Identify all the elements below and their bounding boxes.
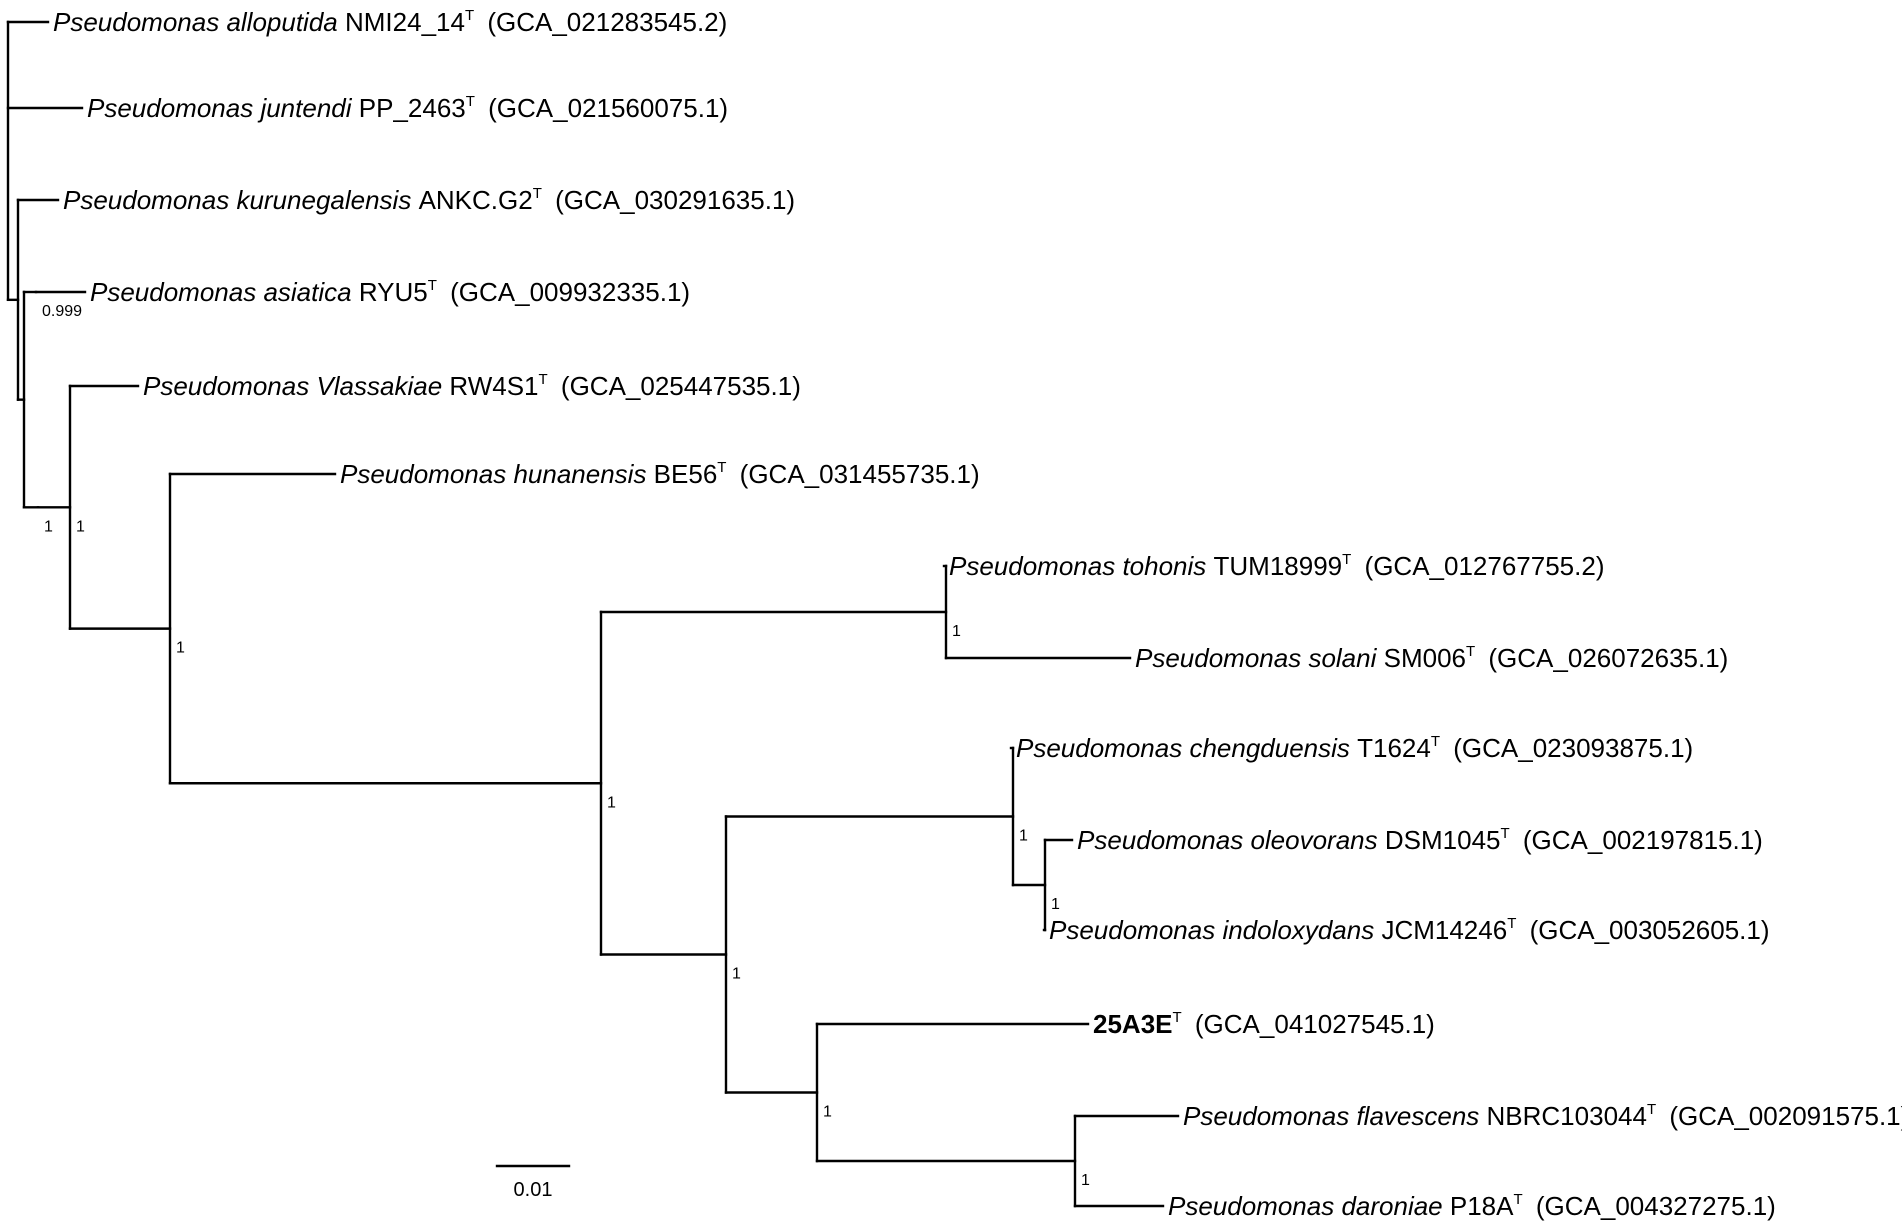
taxon-name: Pseudomonas indoloxydans (1049, 915, 1381, 945)
scale-bar-label: 0.01 (514, 1179, 553, 1201)
genome-accession: (GCA_021560075.1) (481, 93, 728, 123)
type-strain-mark: T (533, 185, 542, 202)
strain-id: PP_2463 (359, 93, 466, 123)
type-strain-mark: T (1513, 1191, 1522, 1208)
tip-label: Pseudomonas chengduensis T1624T (GCA_023… (1016, 733, 1693, 763)
tip-label: 25A3ET (GCA_041027545.1) (1093, 1009, 1435, 1039)
tip-label: Pseudomonas tohonis TUM18999T (GCA_01276… (949, 551, 1604, 581)
strain-id: JCM14246 (1381, 915, 1507, 945)
type-strain-mark: T (1466, 643, 1475, 660)
strain-id: TUM18999 (1214, 551, 1343, 581)
genome-accession: (GCA_004327275.1) (1529, 1191, 1776, 1221)
type-strain-mark: T (1173, 1009, 1182, 1026)
genome-accession: (GCA_002197815.1) (1516, 825, 1763, 855)
support-values: 1 1 1 1 1 1 1 1 1 1 0.999 (42, 303, 1090, 1189)
type-strain-mark: T (428, 277, 437, 294)
support-value: 1 (952, 623, 961, 640)
strain-id: NMI24_14 (345, 7, 465, 37)
taxon-name: Pseudomonas asiatica (90, 277, 359, 307)
tip-label: Pseudomonas hunanensis BE56T (GCA_031455… (340, 459, 980, 489)
strain-id: P18A (1450, 1191, 1514, 1221)
scale-bar: 0.01 (495, 1164, 571, 1201)
genome-accession: (GCA_002091575.1) (1662, 1101, 1902, 1131)
strain-id: RW4S1 (449, 371, 538, 401)
tip-label: Pseudomonas asiatica RYU5T (GCA_00993233… (90, 277, 690, 307)
type-strain-mark: T (465, 7, 474, 24)
tip-label: Pseudomonas alloputida NMI24_14T (GCA_02… (53, 7, 727, 37)
tip-labels: Pseudomonas alloputida NMI24_14T (GCA_02… (53, 7, 1902, 1221)
genome-accession: (GCA_026072635.1) (1481, 643, 1728, 673)
support-value: 1 (1081, 1172, 1090, 1189)
taxon-name: Pseudomonas juntendi (87, 93, 359, 123)
strain-id: BE56 (654, 459, 718, 489)
support-value: 1 (176, 640, 185, 657)
tip-label: Pseudomonas indoloxydans JCM14246T (GCA_… (1049, 915, 1770, 945)
tip-label: Pseudomonas solani SM006T (GCA_026072635… (1135, 643, 1728, 673)
support-value: 1 (607, 794, 616, 811)
type-strain-mark: T (466, 93, 475, 110)
taxon-name: Pseudomonas solani (1135, 643, 1384, 673)
tip-label: Pseudomonas kurunegalensis ANKC.G2T (GCA… (63, 185, 795, 215)
type-strain-mark: T (717, 459, 726, 476)
tip-label: Pseudomonas daroniae P18AT (GCA_00432727… (1168, 1191, 1776, 1221)
genome-accession: (GCA_025447535.1) (554, 371, 801, 401)
tip-label: Pseudomonas flavescens NBRC103044T (GCA_… (1183, 1101, 1902, 1131)
tree-branches (6, 20, 1180, 1208)
strain-id: NBRC103044 (1487, 1101, 1647, 1131)
genome-accession: (GCA_021283545.2) (480, 7, 727, 37)
strain-id: RYU5 (359, 277, 428, 307)
genome-accession: (GCA_003052605.1) (1522, 915, 1769, 945)
taxon-name: Pseudomonas kurunegalensis (63, 185, 419, 215)
strain-id: SM006 (1384, 643, 1466, 673)
support-value: 1 (1051, 896, 1060, 913)
type-strain-mark: T (1342, 551, 1351, 568)
strain-id: 25A3E (1093, 1009, 1173, 1039)
support-value: 0.999 (42, 303, 82, 320)
strain-id: DSM1045 (1385, 825, 1501, 855)
genome-accession: (GCA_023093875.1) (1446, 733, 1693, 763)
type-strain-mark: T (1431, 733, 1440, 750)
taxon-name: Pseudomonas flavescens (1183, 1101, 1487, 1131)
type-strain-mark: T (1501, 825, 1510, 842)
support-value: 1 (76, 518, 85, 535)
type-strain-mark: T (539, 371, 548, 388)
support-value: 1 (732, 966, 741, 983)
genome-accession: (GCA_041027545.1) (1188, 1009, 1435, 1039)
type-strain-mark: T (1647, 1101, 1656, 1118)
support-value: 1 (823, 1104, 832, 1121)
strain-id: ANKC.G2 (419, 185, 533, 215)
tip-label: Pseudomonas Vlassakiae RW4S1T (GCA_02544… (143, 371, 801, 401)
taxon-name: Pseudomonas daroniae (1168, 1191, 1450, 1221)
taxon-name: Pseudomonas alloputida (53, 7, 345, 37)
strain-id: T1624 (1357, 733, 1431, 763)
taxon-name: Pseudomonas chengduensis (1016, 733, 1357, 763)
genome-accession: (GCA_030291635.1) (548, 185, 795, 215)
taxon-name: Pseudomonas Vlassakiae (143, 371, 449, 401)
taxon-name: Pseudomonas hunanensis (340, 459, 654, 489)
genome-accession: (GCA_012767755.2) (1357, 551, 1604, 581)
taxon-name: Pseudomonas tohonis (949, 551, 1214, 581)
taxon-name: Pseudomonas oleovorans (1077, 825, 1385, 855)
tip-label: Pseudomonas juntendi PP_2463T (GCA_02156… (87, 93, 728, 123)
genome-accession: (GCA_009932335.1) (443, 277, 690, 307)
tip-label: Pseudomonas oleovorans DSM1045T (GCA_002… (1077, 825, 1763, 855)
genome-accession: (GCA_031455735.1) (732, 459, 979, 489)
support-value: 1 (1019, 828, 1028, 845)
support-value: 1 (44, 518, 53, 535)
type-strain-mark: T (1507, 915, 1516, 932)
